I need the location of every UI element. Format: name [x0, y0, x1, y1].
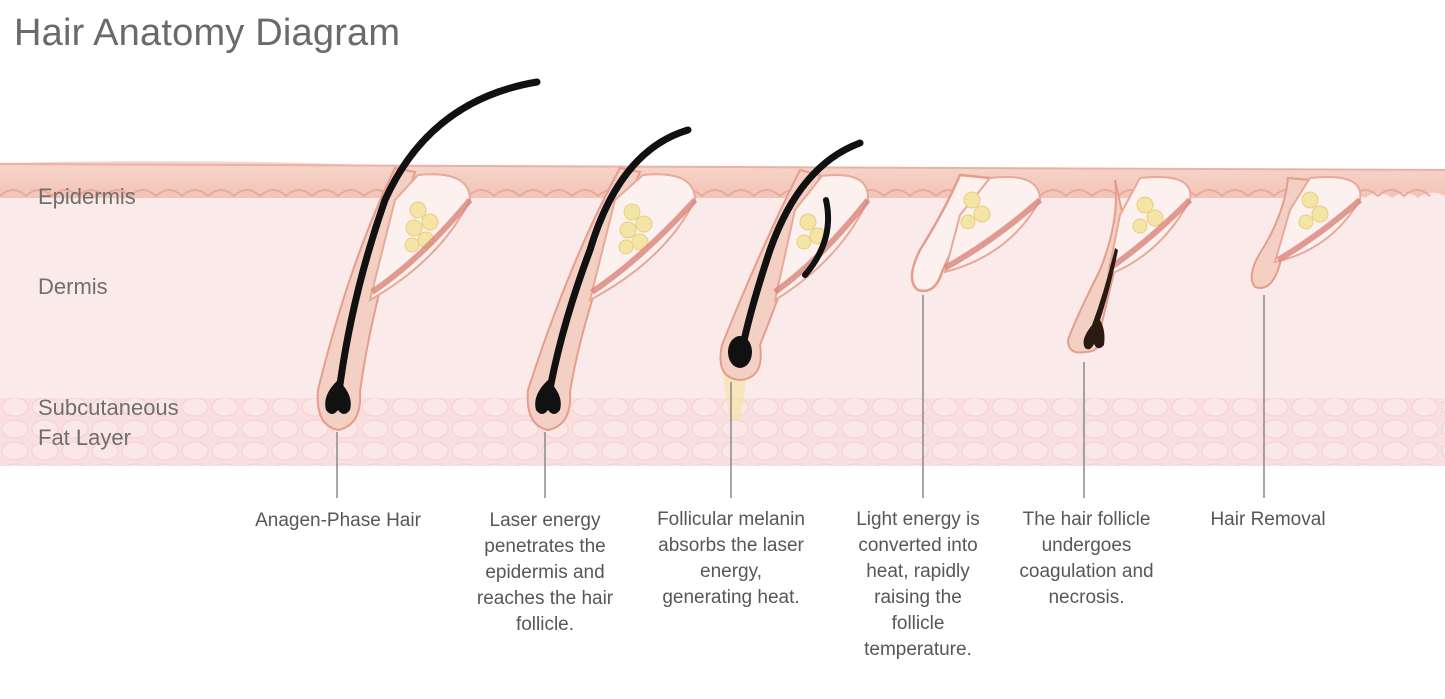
follicle-stage-1: [316, 78, 541, 432]
sebaceous-gland-2: [618, 203, 653, 255]
arrector-muscle-4: [943, 197, 1042, 271]
caption-stage-3: Follicular melanin absorbs the laser ene…: [657, 509, 805, 608]
follicle-stage-5: [1066, 176, 1193, 354]
arrector-muscle-5: [1108, 197, 1193, 271]
follicle-stage-2: [526, 126, 698, 432]
hair-bulb-2: [535, 380, 561, 414]
sebaceous-gland-6: [1298, 191, 1329, 230]
follicle-stage-4: [910, 173, 1042, 293]
leader-lines: [336, 295, 1265, 498]
caption-stage-4: Light energy is converted into heat, rap…: [856, 509, 980, 660]
sebaceous-gland-1: [404, 201, 439, 253]
hair-bulb-3: [728, 336, 752, 368]
sebaceous-gland-4: [960, 191, 991, 230]
hair-bulb-1: [325, 380, 351, 414]
dermis-label: Dermis: [38, 274, 108, 299]
subcutaneous-label: Subcutaneous Fat Layer: [38, 393, 179, 453]
arrector-muscle-1: [370, 198, 473, 295]
page-title: Hair Anatomy Diagram: [14, 12, 401, 54]
subcutaneous-label-line1: Subcutaneous: [38, 395, 179, 420]
hair-shaft-1: [334, 78, 541, 404]
caption-stage-1: Anagen-Phase Hair: [255, 510, 421, 531]
arrector-muscle-6: [1276, 197, 1362, 263]
hair-fragment-3: [802, 197, 832, 278]
follicle-stage-6: [1250, 176, 1362, 289]
subcutaneous-label-line2: Fat Layer: [38, 425, 131, 450]
caption-stage-6: Hair Removal: [1210, 509, 1326, 530]
hair-shaft-3: [738, 139, 864, 354]
fat-cells: [0, 398, 1445, 466]
hair-remnant-5: [1083, 248, 1118, 350]
sebaceous-gland-5: [1132, 196, 1164, 234]
epidermis-basal-line: [0, 189, 1431, 198]
caption-stage-5: The hair follicle undergoes coagulation …: [1019, 509, 1154, 608]
dermis-layer: [0, 180, 1445, 410]
skin-surface-line: [0, 163, 1445, 171]
epidermis-layer: [0, 161, 1445, 198]
caption-stage-2: Laser energy penetrates the epidermis an…: [476, 510, 614, 635]
arrector-muscle-2: [590, 197, 698, 295]
follicle-stage-3: [719, 139, 871, 420]
hair-shaft-2: [544, 126, 692, 404]
epidermis-label: Epidermis: [38, 184, 136, 209]
